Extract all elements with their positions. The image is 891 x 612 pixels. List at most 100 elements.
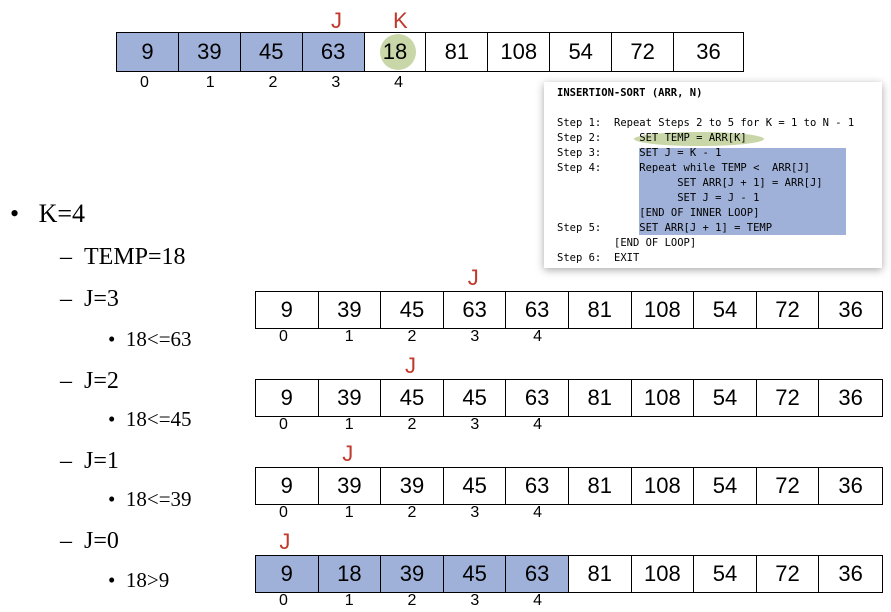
bullet-j1: – J=1 — [60, 448, 119, 474]
array-cell: 72 — [757, 380, 820, 416]
array-cell-value: 54 — [712, 297, 738, 322]
array-cell: 39 — [381, 556, 444, 592]
array-cell-value: 54 — [568, 39, 593, 64]
bullet-c1: • 18<=39 — [108, 487, 192, 511]
array-index: 4 — [533, 328, 543, 345]
temp-circle — [380, 34, 417, 70]
array-cell: 45 — [381, 292, 444, 328]
step-text: SET J = K - 1 — [614, 147, 722, 159]
array-cell-value: 45 — [399, 297, 425, 322]
bullet-c3: • 18<=63 — [108, 327, 192, 351]
array-cell: 9 — [117, 33, 179, 71]
bullet-c2: • 18<=45 — [108, 407, 192, 431]
array-cell-value: 72 — [775, 561, 800, 586]
array-cell-value: 72 — [630, 39, 655, 64]
array-cell: 81 — [569, 292, 632, 328]
array-index: 0 — [278, 592, 288, 609]
array-cell-value: 72 — [775, 297, 800, 322]
array-cell-value: 63 — [524, 297, 550, 322]
array-cell: 39 — [319, 292, 382, 328]
array-cell-value: 36 — [838, 385, 863, 410]
array-cell-value: 63 — [320, 39, 346, 64]
array-cell-value: 63 — [524, 385, 550, 410]
bullet-j2-text: J=2 — [84, 368, 119, 394]
array-cell: 18 — [318, 556, 382, 592]
array-cell: 63 — [302, 33, 365, 71]
step-label: Step 4: — [557, 162, 602, 174]
array-cell: 63 — [444, 292, 507, 328]
array-cell-value: 108 — [500, 39, 538, 64]
array-index: 0 — [139, 74, 149, 91]
array-cell: 72 — [757, 292, 820, 328]
array-cell: 63 — [506, 292, 569, 328]
array-index: 4 — [533, 416, 543, 433]
array-cell-value: 63 — [524, 473, 550, 498]
step-text: SET J = J - 1 — [614, 192, 760, 204]
array-cell-value: 45 — [462, 473, 487, 498]
array-cell: 81 — [569, 468, 632, 504]
step-text: SET ARR[J + 1] = ARR[J] — [614, 177, 823, 189]
array-cell: 108 — [632, 292, 695, 328]
step-text: [END OF LOOP] — [614, 237, 697, 249]
array-cell: 81 — [569, 556, 632, 592]
array-cell-value: 36 — [696, 39, 721, 64]
array-cell: 39 — [319, 468, 382, 504]
array-index: 2 — [407, 504, 417, 521]
array-cell-value: 9 — [141, 39, 154, 64]
array-index: 4 — [533, 592, 543, 609]
array-cell: 36 — [819, 468, 882, 504]
array-index: 4 — [533, 504, 543, 521]
bullet-c2-text: 18<=45 — [125, 407, 192, 431]
array-cell-value: 39 — [337, 297, 362, 322]
array-cell-value: 9 — [280, 561, 293, 586]
array-cell: 63 — [506, 556, 569, 592]
step-text: [END OF INNER LOOP] — [614, 207, 760, 219]
array-index: 3 — [331, 74, 341, 91]
bullet-j0: – J=0 — [60, 528, 119, 554]
bullet-j0-text: J=0 — [84, 528, 119, 554]
algorithm-title: INSERTION-SORT (ARR, N) — [557, 87, 703, 99]
array-cell: 45 — [444, 468, 507, 504]
array-cell-value: 81 — [587, 561, 612, 586]
array-cell: 39 — [178, 33, 241, 71]
array-cell-value: 39 — [197, 39, 222, 64]
array-cell: 81 — [426, 33, 489, 71]
bullet-c0-text: 18>9 — [125, 568, 170, 592]
array-cell-value: 81 — [444, 39, 470, 64]
array-cell: 9 — [256, 380, 319, 416]
step-text: EXIT — [614, 252, 640, 264]
array-cell: 54 — [694, 380, 757, 416]
array-cell-value: 54 — [712, 385, 738, 410]
array-cell: 54 — [694, 556, 757, 592]
highlight-temp-step — [634, 132, 764, 146]
array-cell-value: 108 — [644, 297, 681, 322]
array-index: 0 — [278, 416, 288, 433]
array-cell-value: 72 — [775, 385, 800, 410]
step-label: Step 5: — [557, 222, 602, 234]
array-cell: 108 — [488, 33, 551, 71]
bullet-k: • K=4 — [10, 199, 86, 228]
array-index: 1 — [344, 328, 354, 345]
top-k-marker: K — [393, 8, 408, 33]
array-cell-value: 36 — [838, 473, 863, 498]
array-index: 3 — [470, 328, 480, 345]
array-cell-value: 9 — [280, 473, 293, 498]
array-cell: 39 — [319, 380, 382, 416]
array-cell-value: 36 — [838, 561, 863, 586]
array-index: 3 — [470, 416, 480, 433]
bullet-k-text: K=4 — [38, 199, 86, 228]
step-text: SET ARR[J + 1] = TEMP — [614, 222, 773, 234]
array-cell: 9 — [256, 556, 319, 592]
array-index: 3 — [470, 504, 480, 521]
array-cell: 81 — [569, 380, 632, 416]
bullet-c1-text: 18<=39 — [125, 487, 192, 511]
array-cell-value: 108 — [644, 561, 681, 586]
j-marker: J — [405, 353, 416, 378]
j-marker: J — [467, 265, 479, 290]
array-cell-value: 72 — [775, 473, 800, 498]
step-label: Step 1: — [557, 117, 602, 129]
top-j-marker: J — [331, 8, 342, 33]
array-cell-value: 45 — [462, 385, 487, 410]
